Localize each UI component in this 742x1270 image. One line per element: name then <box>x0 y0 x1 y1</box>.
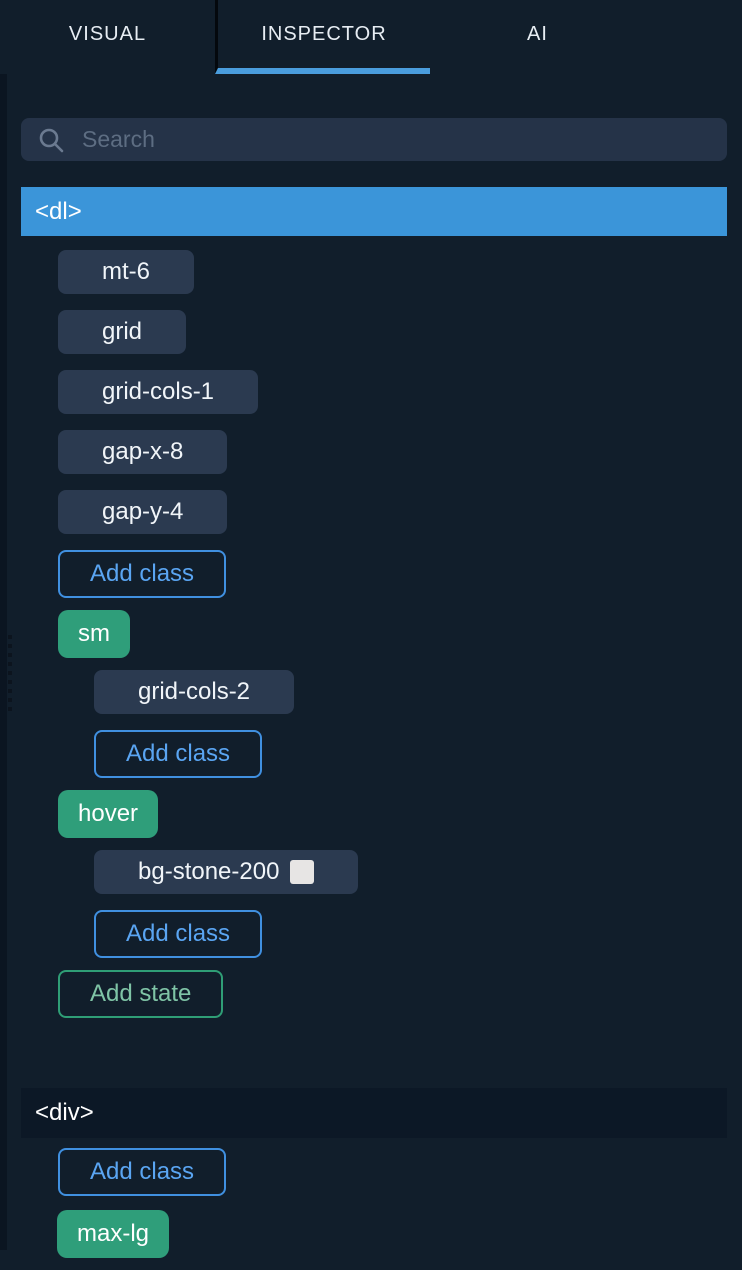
add-state-button[interactable]: Add state <box>58 970 224 1018</box>
div-class-tree: Add class max-lg <box>21 1148 727 1270</box>
tab-visual[interactable]: VISUAL <box>68 22 147 45</box>
tab-bar: VISUAL INSPECTOR AI <box>0 0 742 74</box>
add-class-button[interactable]: Add class <box>58 550 227 598</box>
drag-handle-dots[interactable] <box>8 635 12 715</box>
inspector-panel: <dl> mt-6 grid grid-cols-1 gap-x-8 gap-y… <box>0 74 742 1270</box>
class-chip-label: bg-stone-200 <box>138 858 280 885</box>
state-chip-hover[interactable]: hover <box>58 790 159 838</box>
element-row-div[interactable]: <div> <box>21 1088 727 1138</box>
element-row-dl[interactable]: <dl> <box>21 187 727 236</box>
panel-edge <box>0 74 7 1250</box>
add-class-button[interactable]: Add class <box>58 1148 227 1196</box>
state-chip-sm[interactable]: sm <box>58 610 130 658</box>
class-chip[interactable]: grid <box>58 310 187 354</box>
tab-ai[interactable]: AI <box>527 22 548 45</box>
search-icon <box>39 128 64 152</box>
search-input[interactable] <box>80 125 713 154</box>
add-class-button[interactable]: Add class <box>94 730 263 778</box>
class-chip[interactable]: gap-y-4 <box>58 490 228 534</box>
class-chip[interactable]: mt-6 <box>58 250 194 294</box>
class-chip-with-swatch[interactable]: bg-stone-200 <box>94 850 359 894</box>
class-chip[interactable]: grid-cols-1 <box>58 370 259 414</box>
state-chip-max-lg[interactable]: max-lg <box>57 1210 170 1258</box>
tab-inspector[interactable]: INSPECTOR <box>215 0 430 74</box>
class-chip[interactable]: gap-x-8 <box>58 430 228 474</box>
add-class-button[interactable]: Add class <box>94 910 263 958</box>
color-swatch <box>290 860 315 884</box>
class-chip[interactable]: grid-cols-2 <box>94 670 295 714</box>
dl-class-tree: mt-6 grid grid-cols-1 gap-x-8 gap-y-4 Ad… <box>21 250 727 1018</box>
search-box <box>21 118 727 161</box>
